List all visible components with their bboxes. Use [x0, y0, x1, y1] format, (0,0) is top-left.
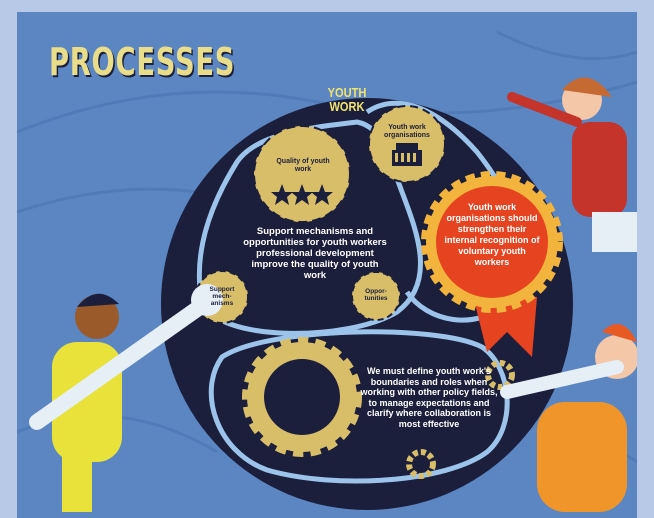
man-with-wrench [29, 284, 223, 512]
page-title: PROCESSES [49, 40, 236, 84]
rosette-badge [421, 171, 563, 357]
opportunities-gear [351, 271, 401, 321]
organisations-gear [368, 105, 446, 183]
small-gears [406, 360, 515, 479]
large-gear-outline [242, 337, 362, 457]
woman-reaching [507, 77, 637, 252]
define-statement: We must define youth work's boundaries a… [360, 366, 498, 429]
quality-gear [253, 125, 351, 223]
illustration [17, 30, 637, 512]
quality-label: Quality of youth work [276, 158, 330, 173]
youth-work-label: YOUTH WORK [327, 85, 367, 114]
building-icon [392, 143, 422, 166]
organisations-label: Youth work organisations [384, 124, 430, 139]
three-stars-icon [271, 184, 333, 205]
opportunities-label: Oppor- tunities [364, 288, 388, 302]
infographic: PROCESSES YOUTH WORK Youth work organisa… [17, 12, 637, 518]
support-mechanisms-label: Support mech- anisms [209, 286, 235, 307]
rosette-statement: Youth work organisations should strength… [444, 202, 540, 267]
woman-with-wrench [500, 324, 637, 512]
support-statement: Support mechanisms and opportunities for… [243, 226, 387, 281]
